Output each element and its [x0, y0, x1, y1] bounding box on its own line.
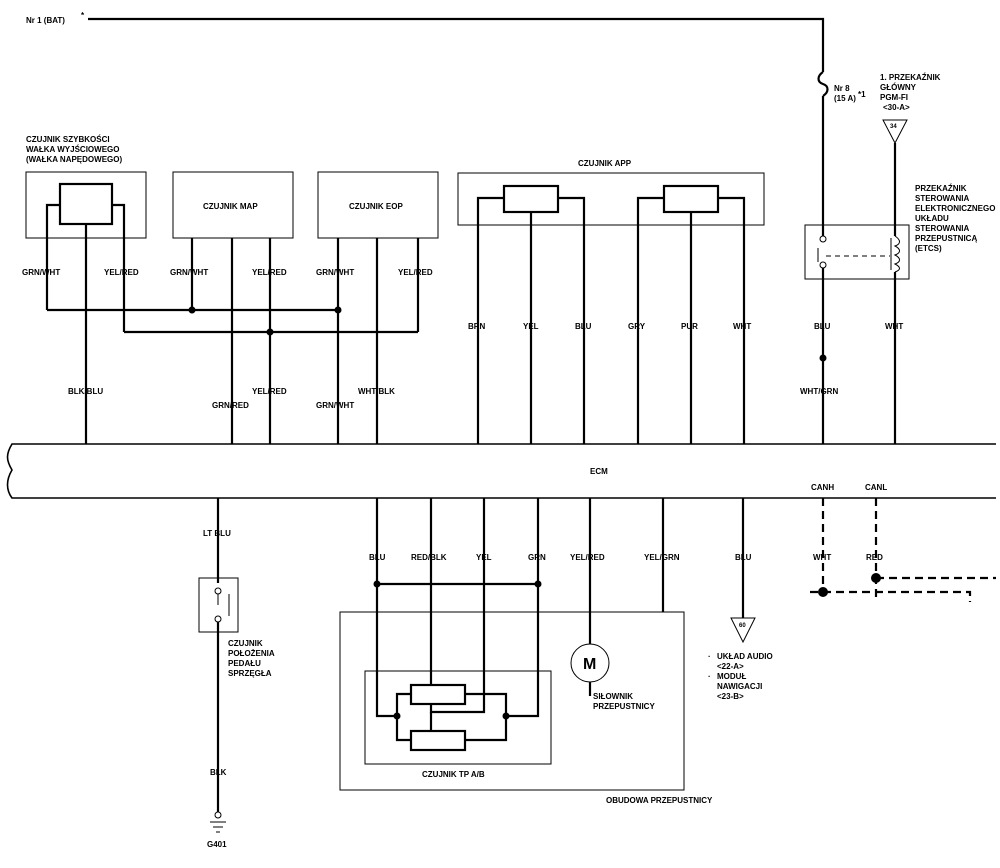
canl-wire-red: RED [866, 553, 883, 562]
app-sensor: CZUJNIK APP BRN YEL BLU GRY PUR WHT [457, 159, 765, 444]
ground-label: G401 [207, 840, 227, 849]
fuse-label-2: (15 A) [834, 94, 856, 103]
app-wire-wht: WHT [733, 322, 751, 331]
audio-label-4: NAWIGACJI [717, 682, 762, 691]
oss-wire-blk-blu: BLK/BLU [68, 387, 103, 396]
main-relay-terminal: 34 [890, 124, 897, 130]
eop-wire-wht-blk: WHT/BLK [358, 387, 395, 396]
connector-triangle-34 [882, 119, 908, 145]
audio-label-2: <22-A> [717, 662, 744, 671]
main-relay-label-2: GŁÓWNY [880, 83, 917, 92]
tb-wire-yel: YEL [476, 553, 492, 562]
output-shaft-speed-sensor: CZUJNIK SZYBKOŚCI WAŁKA WYJŚCIOWEGO (WAŁ… [22, 135, 147, 444]
audio-navigation: BLU 60 · UKŁAD AUDIO <22-A> · MODUŁ NAWI… [708, 498, 773, 701]
etcs-label-7: (ETCS) [915, 244, 942, 253]
actuator-label-1: SIŁOWNIK [593, 692, 633, 701]
tb-wire-yel-red: YEL/RED [570, 553, 605, 562]
clutch-label-1: CZUJNIK [228, 639, 263, 648]
oss-label-3: (WAŁKA NAPĘDOWEGO) [26, 155, 122, 164]
eop-sensor-label: CZUJNIK EOP [349, 202, 403, 211]
map-wire-yel-red-2: YEL/RED [252, 387, 287, 396]
tb-wire-red-blk: RED/BLK [411, 553, 447, 562]
etcs-relay: PRZEKAŹNIK STEROWANIA ELEKTRONICZNEGO UK… [800, 184, 995, 444]
clutch-label-4: SPRZĘGŁA [228, 669, 272, 678]
app-sensor-label: CZUJNIK APP [578, 159, 632, 168]
app-wire-gry: GRY [628, 322, 646, 331]
actuator-label-2: PRZEPUSTNICY [593, 702, 655, 711]
eop-wire-grn-wht-2: GRN/WHT [316, 401, 354, 410]
ground-icon [210, 821, 226, 833]
battery-star: * [81, 11, 85, 20]
main-relay-label-1: 1. PRZEKAŹNIK [880, 73, 941, 82]
clutch-wire-blk: BLK [210, 768, 227, 777]
etcs-wire-wht: WHT [885, 322, 903, 331]
etcs-label-1: PRZEKAŹNIK [915, 184, 967, 193]
fuse-nr8: Nr 8 (15 A) *1 [817, 71, 866, 236]
app-wire-brn: BRN [468, 322, 486, 331]
throttle-body-label: OBUDOWA PRZEPUSTNICY [606, 796, 713, 805]
battery-line: Nr 1 (BAT) * [26, 11, 825, 72]
sensor-buses [47, 306, 418, 336]
clutch-label-3: PEDAŁU [228, 659, 261, 668]
tb-wire-blu: BLU [369, 553, 386, 562]
app-wire-yel: YEL [523, 322, 539, 331]
audio-label-1: UKŁAD AUDIO [717, 652, 773, 661]
etcs-wire-blu: BLU [814, 322, 831, 331]
battery-label: Nr 1 (BAT) [26, 16, 65, 25]
ecm-label: ECM [590, 467, 608, 476]
main-relay-label-4: <30-A> [883, 103, 910, 112]
canl-label: CANL [865, 483, 887, 492]
etcs-relay-box [804, 224, 910, 280]
canh-label: CANH [811, 483, 834, 492]
eop-sensor: CZUJNIK EOP GRN/WHT YEL/RED GRN/WHT WHT/… [316, 171, 439, 444]
fuse-note: *1 [858, 90, 866, 99]
tb-wire-grn: GRN [528, 553, 546, 562]
audio-terminal: 60 [739, 623, 746, 629]
oss-wire-yel-red: YEL/RED [104, 268, 139, 277]
can-bus: CANH CANL WHT RED [810, 483, 996, 602]
clutch-pedal-sensor: LT BLU CZUJNIK POŁOŻENIA PEDAŁU SPRZĘGŁA… [198, 498, 275, 849]
tp-sensor-box [364, 670, 552, 765]
audio-bullet-2: · [708, 672, 711, 681]
map-wire-yel-red: YEL/RED [252, 268, 287, 277]
etcs-label-6: PRZEPUSTNICĄ [915, 234, 977, 243]
tb-wire-yel-grn: YEL/GRN [644, 553, 680, 562]
throttle-body: OBUDOWA PRZEPUSTNICY BLU RED/BLK YEL GRN… [339, 498, 713, 805]
clutch-wire-lt-blu: LT BLU [203, 529, 231, 538]
tp-sensor-label: CZUJNIK TP A/B [422, 770, 485, 779]
ecm: ECM [6, 443, 996, 499]
motor-symbol: M [583, 656, 596, 673]
audio-label-3: MODUŁ [717, 672, 746, 681]
audio-wire-blu: BLU [735, 553, 752, 562]
eop-wire-yel-red: YEL/RED [398, 268, 433, 277]
audio-label-5: <23-B> [717, 692, 744, 701]
etcs-wire-wht-grn: WHT/GRN [800, 387, 838, 396]
app-wire-blu: BLU [575, 322, 592, 331]
map-wire-grn-wht: GRN/WHT [170, 268, 208, 277]
main-relay: 1. PRZEKAŹNIK GŁÓWNY PGM-FI <30-A> 34 [880, 73, 941, 236]
clutch-label-2: POŁOŻENIA [228, 649, 275, 658]
splice-dot [819, 354, 827, 362]
eop-wire-grn-wht: GRN/WHT [316, 268, 354, 277]
audio-bullet-1: · [708, 652, 711, 661]
relay-contact-top [819, 235, 827, 243]
map-sensor: CZUJNIK MAP GRN/WHT YEL/RED GRN/RED YEL/… [170, 171, 294, 444]
oss-label-1: CZUJNIK SZYBKOŚCI [26, 135, 110, 144]
oss-wire-grn-wht: GRN/WHT [22, 268, 60, 277]
etcs-label-3: ELEKTRONICZNEGO [915, 204, 995, 213]
oss-label-2: WAŁKA WYJŚCIOWEGO [26, 145, 119, 154]
map-sensor-label: CZUJNIK MAP [203, 202, 258, 211]
connector-triangle-60 [730, 617, 756, 644]
etcs-label-5: STEROWANIA [915, 224, 969, 233]
etcs-label-2: STEROWANIA [915, 194, 969, 203]
map-wire-grn-red: GRN/RED [212, 401, 249, 410]
ground-terminal [214, 811, 222, 819]
canh-wire-wht: WHT [813, 553, 831, 562]
app-wire-pur: PUR [681, 322, 698, 331]
fuse-label-1: Nr 8 [834, 84, 850, 93]
relay-contact-bottom [819, 261, 827, 269]
etcs-label-4: UKŁADU [915, 214, 949, 223]
main-relay-label-3: PGM-FI [880, 93, 908, 102]
